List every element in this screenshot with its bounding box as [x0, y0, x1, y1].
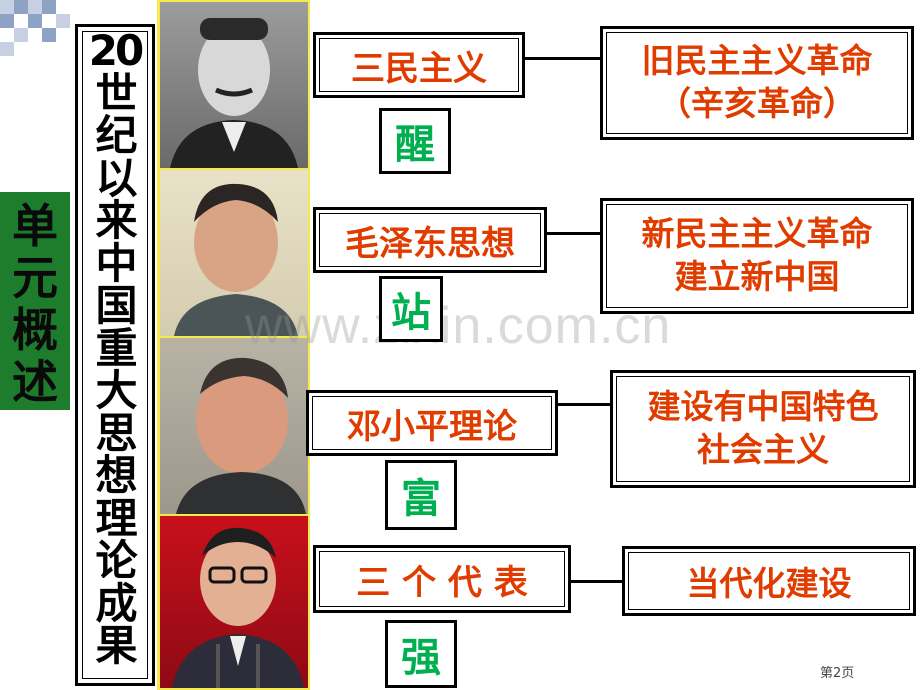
theory-box-sanmin: 三民主义	[313, 32, 525, 98]
main-title-char: 以	[95, 153, 137, 203]
keyword-box-1: 醒	[379, 108, 451, 174]
main-title-char: 世	[95, 68, 137, 118]
main-title-char: 中	[95, 238, 137, 288]
sidebar-title-char: 元	[12, 251, 58, 305]
theory-box-mao: 毛泽东思想	[313, 207, 547, 273]
sidebar-panel	[0, 192, 70, 410]
connector-line	[571, 580, 623, 583]
main-title-box	[75, 24, 155, 686]
main-title-char: 20	[88, 26, 144, 75]
theory-box-three-represents: 三 个 代 表	[313, 545, 571, 613]
connector-line	[547, 232, 601, 235]
connector-line	[525, 57, 601, 60]
keyword-box-4: 强	[385, 620, 457, 688]
sidebar-title-char: 述	[12, 355, 58, 409]
main-title-char: 果	[95, 621, 137, 670]
main-title-char: 重	[95, 323, 137, 373]
keyword-box-2: 站	[379, 276, 443, 342]
keyword-box-3: 富	[385, 460, 457, 530]
result-box-2: 新民主主义革命 建立新中国	[600, 198, 914, 314]
theory-box-deng: 邓小平理论	[306, 390, 558, 456]
watermark: www.zixin.com.cn	[245, 297, 672, 355]
result-box-1: 旧民主主义革命 （辛亥革命）	[600, 26, 914, 140]
main-title-char: 大	[95, 366, 137, 415]
result-box-4: 当代化建设	[622, 546, 916, 616]
sidebar-title: 单元概述	[0, 200, 70, 408]
main-title-char: 理	[95, 493, 137, 543]
main-title-char: 成	[95, 578, 137, 628]
sidebar-title-char: 单	[12, 199, 58, 253]
mao-zedong-portrait	[160, 170, 308, 336]
main-title-char: 来	[95, 196, 137, 245]
main-title-char: 论	[95, 536, 137, 585]
main-title-char: 纪	[95, 111, 137, 160]
result-box-3: 建设有中国特色 社会主义	[610, 370, 916, 488]
sidebar-title-char: 概	[12, 303, 58, 357]
jiang-zemin-portrait	[160, 516, 308, 688]
connector-line	[558, 403, 611, 406]
main-title-char: 思	[95, 408, 137, 458]
main-title-char: 国	[95, 281, 137, 330]
sun-yat-sen-portrait	[160, 2, 308, 168]
main-title-char: 想	[95, 451, 137, 500]
deng-xiaoping-portrait	[160, 338, 308, 514]
page-number: 第2页	[820, 666, 855, 681]
